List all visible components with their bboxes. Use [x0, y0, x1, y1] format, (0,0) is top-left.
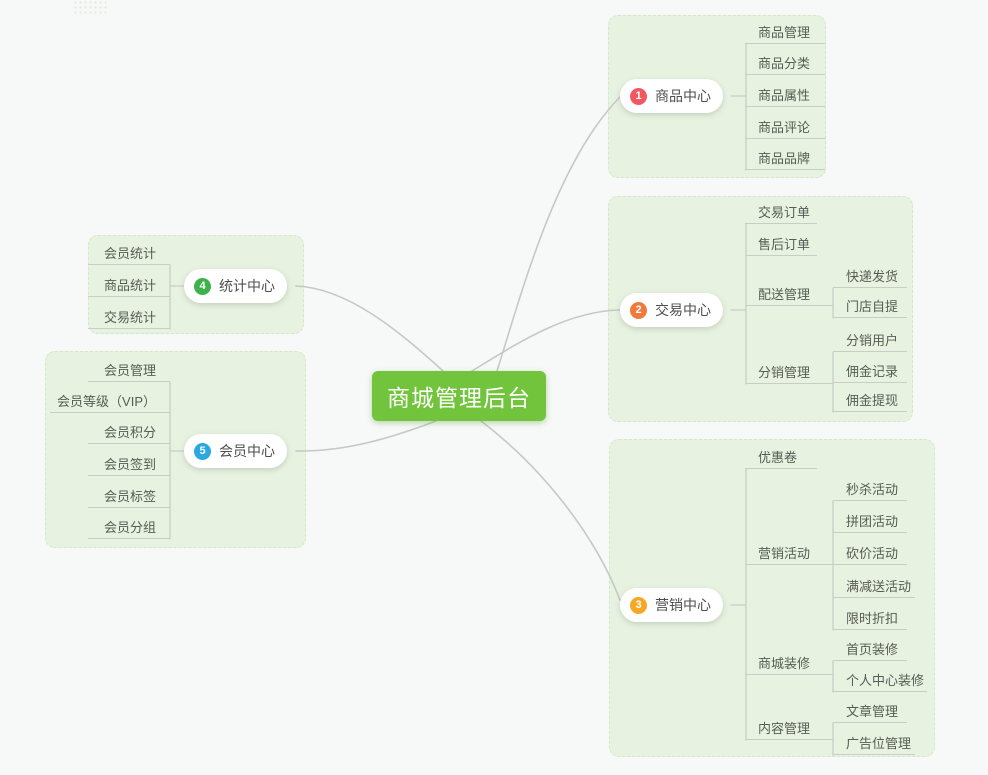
- item-distribution-management[interactable]: 分销管理: [745, 360, 833, 384]
- item-group-buy[interactable]: 拼团活动: [833, 509, 907, 533]
- item-product-comment[interactable]: 商品评论: [745, 115, 825, 139]
- item-delivery-management[interactable]: 配送管理: [745, 282, 833, 306]
- item-store-pickup[interactable]: 门店自提: [833, 294, 907, 318]
- badge-3-icon: 3: [630, 596, 647, 614]
- item-trade-stats[interactable]: 交易统计: [88, 305, 170, 329]
- item-article-management[interactable]: 文章管理: [833, 699, 907, 723]
- curve-to-member-center: [295, 420, 437, 452]
- curve-to-product-center: [496, 96, 621, 372]
- root-node-mall-admin[interactable]: 商城管理后台: [372, 371, 546, 421]
- item-trade-order[interactable]: 交易订单: [745, 200, 817, 224]
- item-product-stats[interactable]: 商品统计: [88, 273, 170, 297]
- item-product-management[interactable]: 商品管理: [745, 20, 825, 44]
- branch-node-marketing-center[interactable]: 3 营销中心: [620, 588, 723, 622]
- item-member-management[interactable]: 会员管理: [88, 358, 170, 382]
- item-content-management[interactable]: 内容管理: [745, 716, 833, 740]
- item-product-brand[interactable]: 商品品牌: [745, 146, 825, 170]
- branch-label-trade-center: 交易中心: [655, 302, 711, 318]
- item-home-decoration[interactable]: 首页装修: [833, 637, 907, 661]
- item-member-group[interactable]: 会员分组: [88, 515, 170, 539]
- branch-node-member-center[interactable]: 5 会员中心: [184, 434, 287, 468]
- item-member-checkin[interactable]: 会员签到: [88, 452, 170, 476]
- branch-label-member-center: 会员中心: [219, 443, 275, 459]
- speckle-artifact: [73, 0, 109, 16]
- badge-1-icon: 1: [630, 87, 647, 105]
- item-commission-record[interactable]: 佣金记录: [833, 359, 907, 383]
- branch-node-product-center[interactable]: 1 商品中心: [620, 79, 723, 113]
- item-mall-decoration[interactable]: 商城装修: [745, 651, 833, 675]
- badge-4-icon: 4: [194, 277, 211, 295]
- branch-label-marketing-center: 营销中心: [655, 597, 711, 613]
- item-flash-sale[interactable]: 秒杀活动: [833, 477, 907, 501]
- branch-label-statistics-center: 统计中心: [219, 278, 275, 294]
- branch-label-product-center: 商品中心: [655, 88, 711, 104]
- branch-node-statistics-center[interactable]: 4 统计中心: [184, 269, 287, 303]
- item-commission-withdraw[interactable]: 佣金提现: [833, 388, 907, 412]
- item-marketing-activity[interactable]: 营销活动: [745, 541, 833, 565]
- item-distribution-user[interactable]: 分销用户: [833, 328, 907, 352]
- badge-5-icon: 5: [194, 442, 211, 460]
- item-ad-management[interactable]: 广告位管理: [833, 731, 915, 755]
- item-product-attribute[interactable]: 商品属性: [745, 83, 825, 107]
- curve-to-trade-center: [471, 309, 621, 372]
- item-express-delivery[interactable]: 快递发货: [833, 264, 907, 288]
- item-member-level[interactable]: 会员等级（VIP）: [50, 389, 170, 413]
- curve-to-statistics-center: [295, 285, 444, 372]
- item-personal-center-decoration[interactable]: 个人中心装修: [833, 668, 927, 692]
- item-coupon[interactable]: 优惠卷: [745, 445, 817, 469]
- item-member-tag[interactable]: 会员标签: [88, 484, 170, 508]
- item-full-reduction[interactable]: 满减送活动: [833, 574, 915, 598]
- root-node-label: 商城管理后台: [387, 385, 531, 411]
- item-member-stats[interactable]: 会员统计: [88, 241, 170, 265]
- item-bargain[interactable]: 砍价活动: [833, 541, 907, 565]
- item-time-discount[interactable]: 限时折扣: [833, 606, 907, 630]
- item-product-category[interactable]: 商品分类: [745, 51, 825, 75]
- curve-to-marketing-center: [480, 420, 621, 601]
- item-member-points[interactable]: 会员积分: [88, 420, 170, 444]
- item-aftersale-order[interactable]: 售后订单: [745, 232, 817, 256]
- badge-2-icon: 2: [630, 301, 647, 319]
- branch-node-trade-center[interactable]: 2 交易中心: [620, 293, 723, 327]
